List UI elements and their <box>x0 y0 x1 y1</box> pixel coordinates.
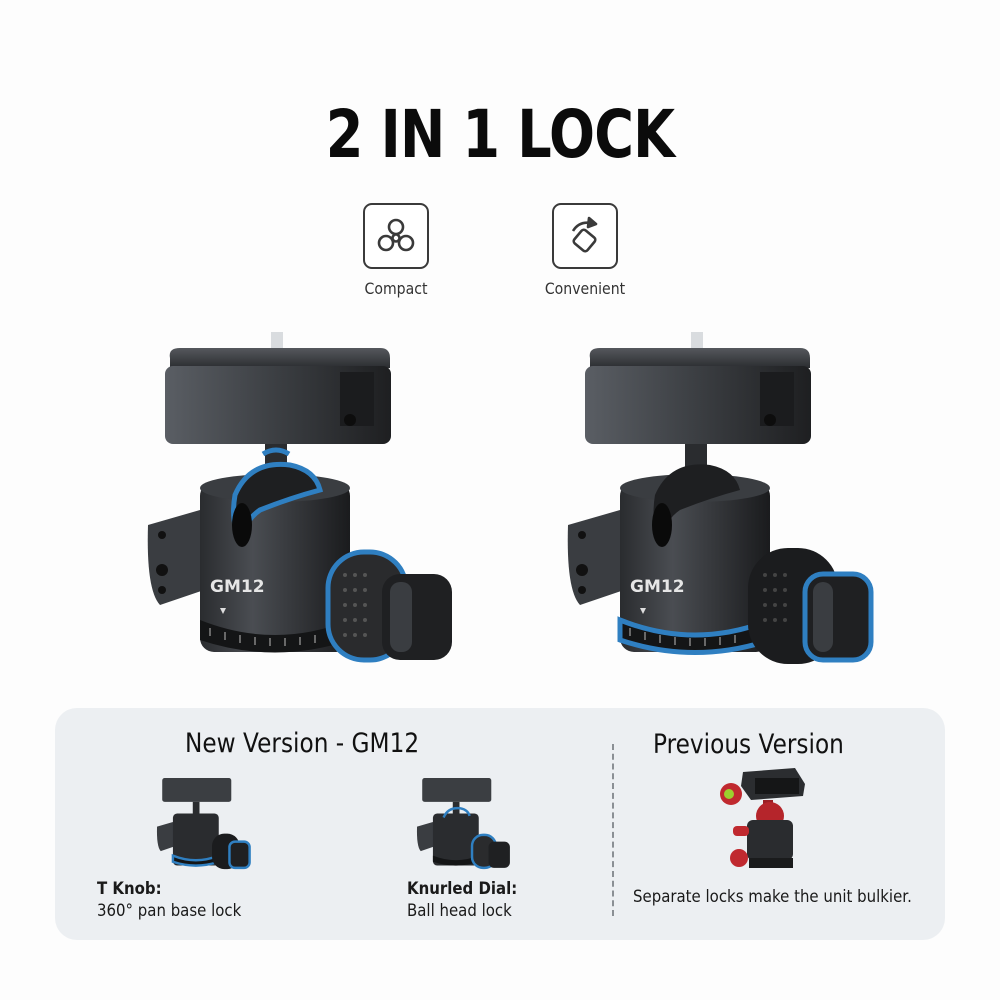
knurled-dial-description: Ball head lock <box>407 901 512 921</box>
previous-version-caption: Separate locks make the unit bulkier. <box>633 887 912 907</box>
feature-label: Convenient <box>544 279 626 298</box>
product-image-ballhead-lock-highlight: GM12 <box>140 320 470 680</box>
t-knob-title: T Knob: <box>97 879 162 899</box>
previous-version-heading: Previous Version <box>653 729 844 760</box>
svg-text:GM12: GM12 <box>630 577 685 597</box>
rotate-arrow-icon <box>552 203 618 269</box>
model-label: GM12 <box>210 577 265 597</box>
feature-label: Compact <box>364 279 428 298</box>
product-image-pan-lock-highlight: GM12 <box>560 320 890 680</box>
compact-cluster-icon <box>363 203 429 269</box>
thumbnail-previous-version <box>715 764 815 874</box>
t-knob-description: 360° pan base lock <box>97 901 242 921</box>
new-version-heading: New Version - GM12 <box>185 728 420 759</box>
feature-compact: Compact <box>326 203 466 298</box>
knurled-dial-caption: Knurled Dial: Ball head lock <box>407 878 517 922</box>
feature-convenient: Convenient <box>515 203 655 298</box>
page-title: 2 IN 1 LOCK <box>325 96 675 173</box>
knurled-dial-title: Knurled Dial: <box>407 879 518 899</box>
t-knob-caption: T Knob: 360° pan base lock <box>97 878 241 922</box>
section-divider <box>612 744 614 916</box>
thumbnail-knurled-dial <box>410 764 520 874</box>
comparison-panel: New Version - GM12 Previous Version <box>55 708 945 940</box>
thumbnail-t-knob <box>150 764 260 874</box>
